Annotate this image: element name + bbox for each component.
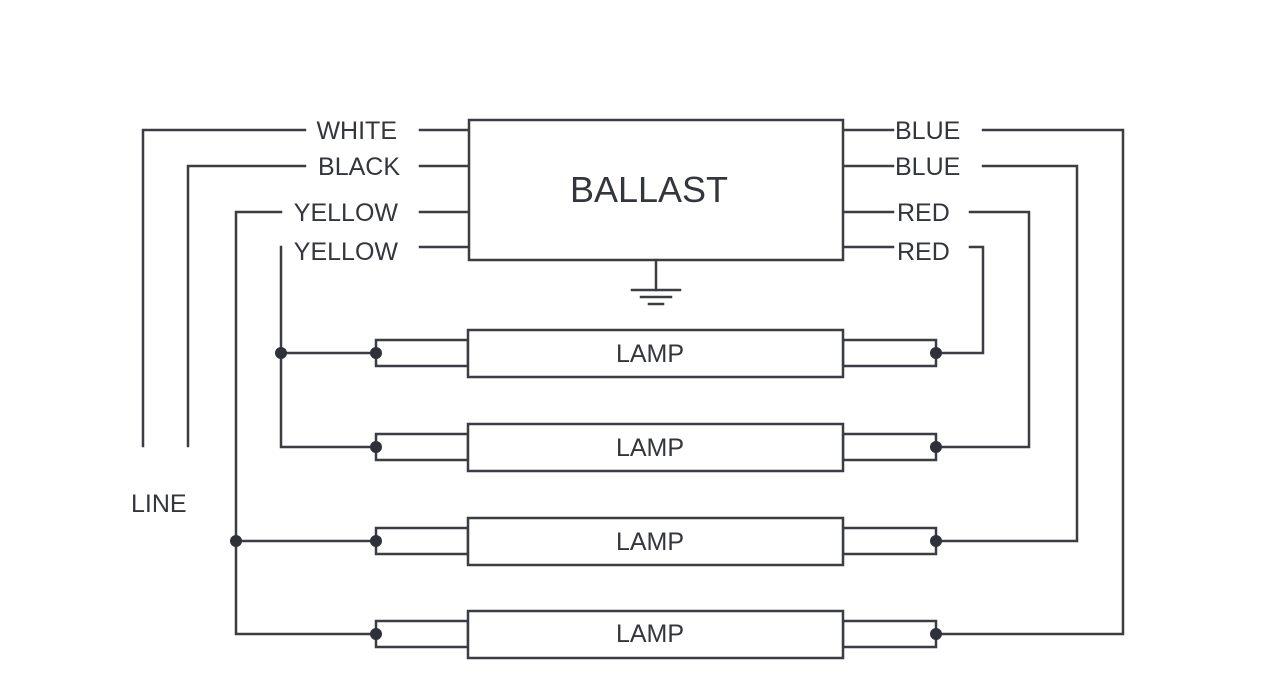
blue-wire-2 — [841, 164, 1079, 543]
ballast-label: BALLAST — [570, 169, 728, 210]
lamp-1-tube — [466, 328, 845, 379]
lead-label-red-1: RED — [897, 199, 950, 227]
blue-wire-1 — [841, 128, 1125, 636]
lamp-3-label: LAMP — [616, 528, 684, 556]
pin-dot — [370, 628, 382, 640]
junction-dots — [230, 347, 942, 640]
red-wire-2 — [841, 245, 985, 355]
junction-dot — [275, 347, 287, 359]
lead-label-red-2: RED — [897, 238, 950, 266]
lamp-4-label: LAMP — [616, 620, 684, 648]
red-wire-1 — [841, 210, 1031, 449]
pin-dot — [930, 628, 942, 640]
lead-label-black: BLACK — [318, 153, 400, 181]
white-wire — [141, 128, 471, 448]
lead-label-white: WHITE — [316, 117, 397, 145]
black-wire — [186, 164, 471, 448]
line-label: LINE — [131, 490, 187, 518]
lamp-1: LAMP — [374, 328, 938, 379]
yellow-wire-1 — [234, 210, 471, 636]
pin-dot — [930, 441, 942, 453]
pin-dot — [370, 347, 382, 359]
lamp-4: LAMP — [374, 609, 938, 660]
pin-dot — [930, 535, 942, 547]
pin-dot — [370, 535, 382, 547]
lamp-2: LAMP — [374, 422, 938, 473]
ground-icon — [630, 258, 682, 306]
junction-dot — [230, 535, 242, 547]
lead-label-yellow-1: YELLOW — [294, 199, 399, 227]
ballast-box — [467, 118, 845, 262]
lead-label-blue-1: BLUE — [895, 117, 960, 145]
pin-dot — [930, 347, 942, 359]
lead-label-yellow-2: YELLOW — [294, 238, 399, 266]
lamp-2-tube — [466, 422, 845, 473]
lamp-2-label: LAMP — [616, 434, 684, 462]
lead-label-blue-2: BLUE — [895, 153, 960, 181]
lamp-3: LAMP — [374, 516, 938, 567]
lamp-1-label: LAMP — [616, 340, 684, 368]
pin-dot — [370, 441, 382, 453]
lamp-3-tube — [466, 516, 845, 567]
lamp-4-tube — [466, 609, 845, 660]
yellow-wire-2 — [279, 245, 471, 449]
